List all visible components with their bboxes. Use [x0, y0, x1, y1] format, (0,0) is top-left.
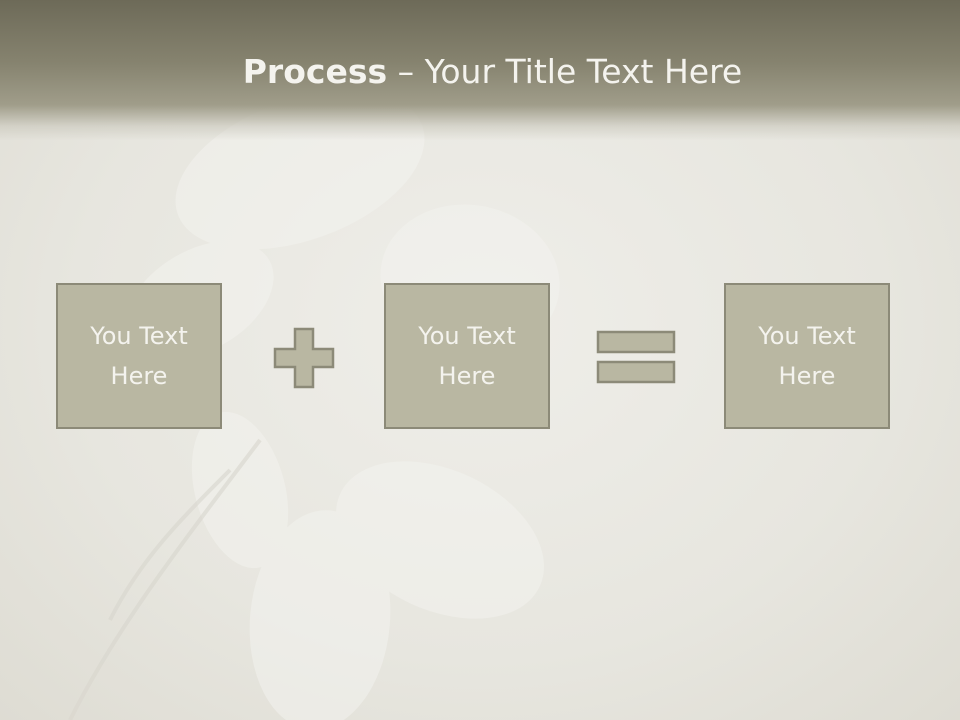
text-box-3[interactable]: You Text Here — [724, 283, 890, 429]
text-box-2-label: You Text Here — [418, 322, 516, 390]
equals-icon — [596, 330, 676, 384]
text-box-3-label: You Text Here — [758, 322, 856, 390]
text-box-1[interactable]: You Text Here — [56, 283, 222, 429]
title-bar — [0, 0, 960, 140]
title-bold: Process — [242, 52, 388, 91]
title-rest: – Your Title Text Here — [387, 52, 743, 91]
text-box-1-label: You Text Here — [90, 322, 188, 390]
slide-title: Process – Your Title Text Here — [0, 52, 960, 91]
text-box-2[interactable]: You Text Here — [384, 283, 550, 429]
plus-icon — [273, 327, 335, 389]
